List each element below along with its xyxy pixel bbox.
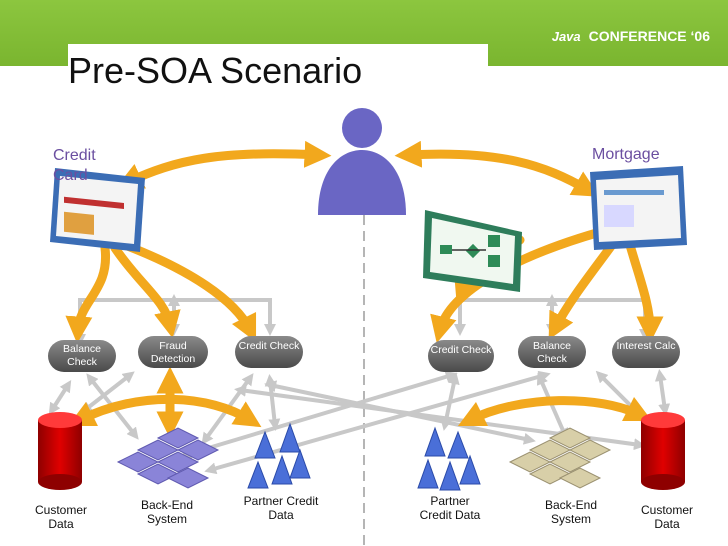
service-fraud-detection: Fraud Detection: [150, 340, 196, 365]
right-customer-data-cylinder: [641, 412, 685, 490]
left-partner-pyramids: [247, 422, 311, 489]
label-customer-data-right: Customer Data: [640, 503, 693, 531]
label-partner-credit-data-right: Partner Credit Data: [419, 494, 481, 522]
label-partner-credit-data-left: Partner Credit Data: [243, 494, 319, 522]
service-balance-check-right: Balance Check: [533, 340, 571, 365]
credit-card-app-screen: [50, 168, 145, 252]
page-title: Pre-SOA Scenario: [68, 50, 363, 91]
service-balance-check-left: Balance Check: [63, 343, 101, 368]
label-backend-system-right: Back-End System: [544, 498, 598, 526]
service-credit-check-left: Credit Check: [238, 340, 300, 352]
credit-card-label: Credit Card: [53, 147, 96, 184]
mortgage-label: Mortgage: [592, 146, 660, 163]
left-backend-blocks: [116, 427, 220, 489]
left-customer-data-cylinder: [38, 412, 82, 490]
service-interest-calc: Interest Calc: [616, 340, 676, 352]
right-service-pills: [428, 336, 680, 372]
mortgage-app-screen: [590, 166, 687, 250]
right-backend-blocks: [508, 427, 612, 489]
title-panel: Pre-SOA Scenario: [68, 44, 488, 104]
right-gray-connectors: [234, 294, 671, 451]
service-credit-check-right: Credit Check: [430, 344, 492, 356]
label-customer-data-left: Customer Data: [34, 503, 87, 531]
workflow-diagram-board: [423, 210, 522, 292]
right-partner-pyramids: [417, 426, 481, 491]
left-service-pills: [48, 336, 303, 372]
label-backend-system-left: Back-End System: [140, 498, 194, 526]
left-gray-connectors: [48, 294, 551, 475]
user-person-icon: [318, 108, 406, 215]
